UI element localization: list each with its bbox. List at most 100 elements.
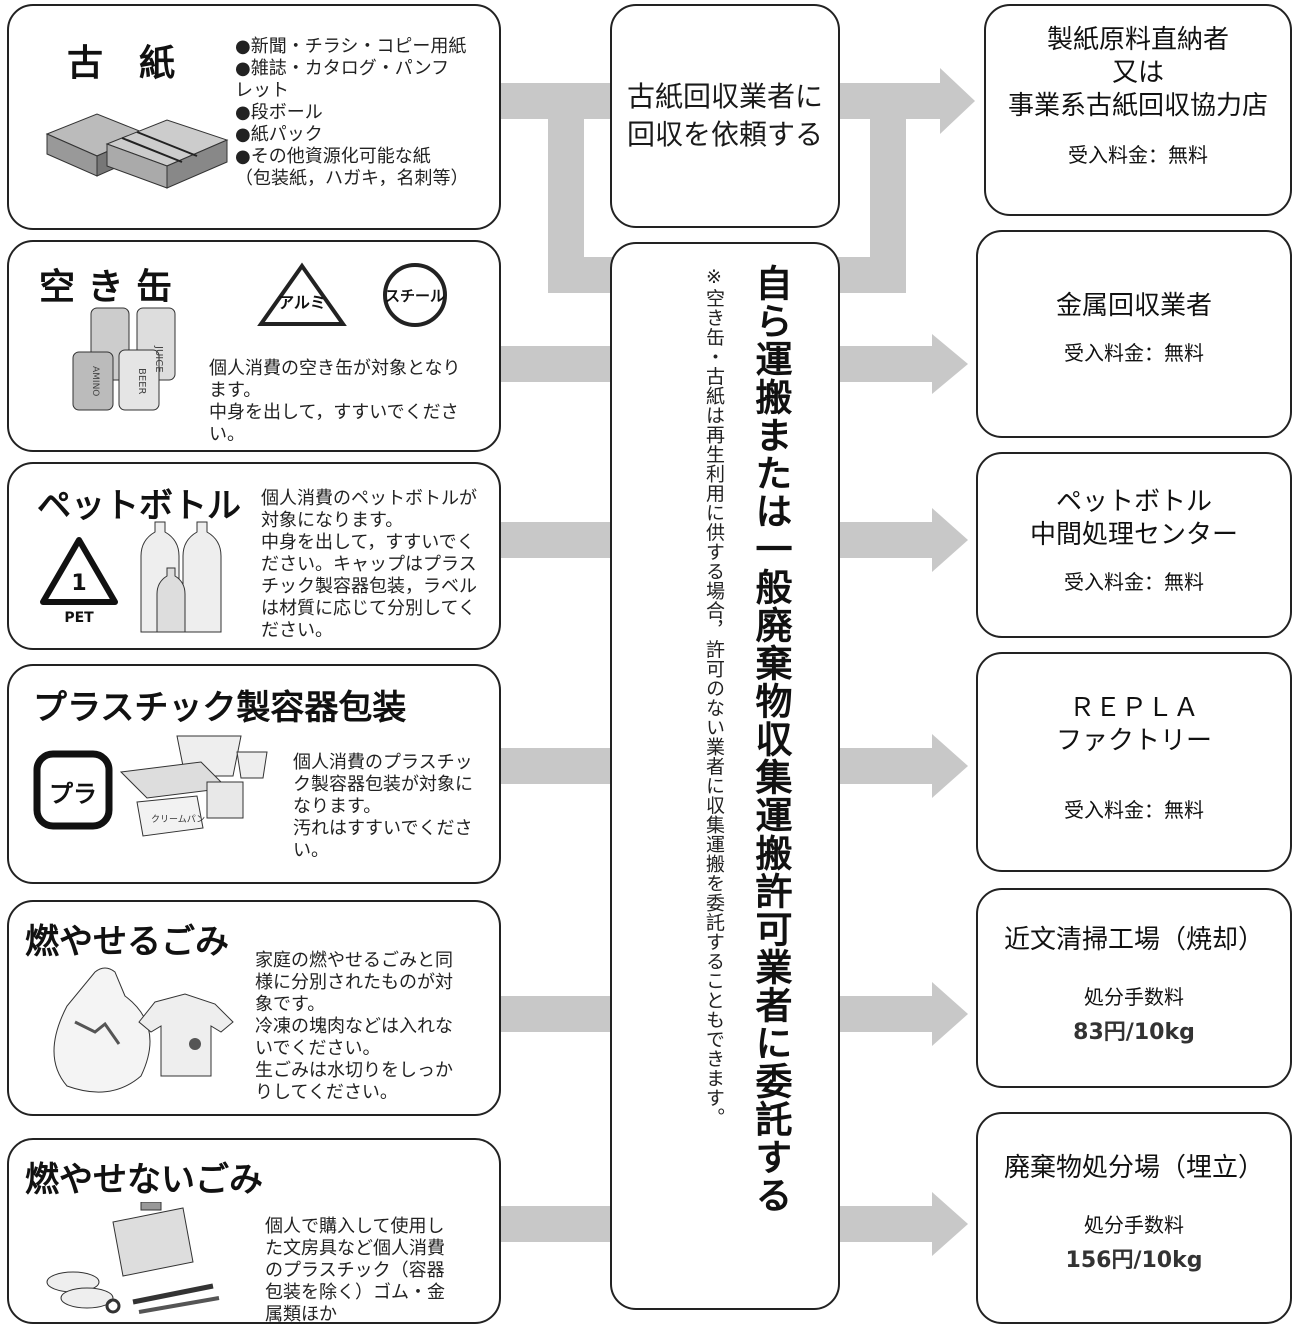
dest-name-line: 金属回収業者 (1055, 291, 1212, 321)
dest-name-line: ペットボトル (1055, 487, 1212, 517)
desc-line: ●その他資源化可能な紙 (235, 146, 431, 167)
arrow-nonburnable-out-shaft (838, 1206, 938, 1242)
dest-box-repla: ＲＥＰＬＡ ファクトリー 受入料金：無料 (976, 652, 1292, 872)
source-box-plastic: プラスチック製容器包装 プラ クリームパン 個人消費のプラスチッ ク製容器包装が… (7, 664, 501, 884)
steel-mark-label: スチール (385, 288, 445, 305)
source-desc-paper: ●新聞・チラシ・コピー用紙 ●雑誌・カタログ・パンフ レット ●段ボール ●紙パ… (235, 36, 497, 190)
source-box-cans: 空 き 缶 アルミ スチール JUICE BEER AMINO 個人消費の空き缶… (7, 240, 501, 452)
pet-mark-number: 1 (71, 571, 86, 596)
arrow-cans-out-shaft (838, 346, 938, 382)
desc-line: ます。 (209, 380, 262, 401)
dest-fee: 処分手数料 (1084, 1213, 1184, 1237)
plastic-mark-label: プラ (49, 780, 97, 808)
paper-bundle-icon (37, 94, 237, 198)
desc-line: 家庭の燃やせるごみと同 (255, 950, 453, 971)
arrow-nonburnable-in (500, 1206, 612, 1242)
source-box-burnable: 燃やせるごみ 家庭の燃やせるごみと同 様に分別されたものが対 象です。 冷凍の塊… (7, 900, 501, 1116)
can-label-beer: BEER (136, 368, 147, 394)
desc-line: ●新聞・チラシ・コピー用紙 (235, 36, 467, 57)
source-title-plastic: プラスチック製容器包装 (33, 688, 407, 728)
pet-bottle-icon (137, 518, 237, 642)
desc-line: い。 (209, 424, 245, 445)
pet-mark-label: PET (64, 610, 94, 626)
arrow-cans-in (500, 346, 612, 382)
arrow-pet-in (500, 522, 612, 558)
desc-line: 対象になります。 (261, 510, 404, 531)
plastic-recycle-mark-icon: プラ (33, 750, 113, 834)
source-title-paper: 古 紙 (67, 43, 176, 84)
arrow-request-to-dest-shaft (838, 83, 948, 119)
desc-line: いでください。 (255, 1038, 381, 1059)
desc-line: のプラスチック（容器 (265, 1260, 445, 1281)
pet-recycle-mark-icon: 1 PET (39, 536, 119, 630)
dest-name-line: 又は (1111, 58, 1164, 88)
source-desc-nonburnable: 個人で購入して使用し た文房具など個人消費 のプラスチック（容器 包装を除く）ゴ… (265, 1216, 495, 1326)
dest-name: ＲＥＰＬＡ ファクトリー (978, 692, 1290, 758)
trash-bag-icon (45, 962, 245, 1106)
bag-label: クリームパン (151, 814, 205, 825)
dest-name-line: 製紙原料直納者 (1046, 25, 1229, 55)
desc-line: ク製容器包装が対象に (293, 774, 473, 795)
source-desc-pet: 個人消費のペットボトルが 対象になります。 中身を出して，すすいでく ださい。キ… (261, 488, 501, 642)
arrow-cans-out-head (932, 334, 968, 394)
dest-name-line: ファクトリー (1055, 726, 1212, 756)
dest-box-incinerator: 近文清掃工場（焼却） 処分手数料 83円/10kg (976, 888, 1292, 1088)
dest-name-line: 中間処理センター (1029, 520, 1238, 550)
stationery-icon (43, 1201, 243, 1326)
desc-line: 様に分別されたものが対 (255, 972, 453, 993)
source-title-pet: ペットボトル (37, 486, 241, 526)
desc-line: チック製容器包装，ラベル (261, 576, 477, 597)
aluminum-mark-label: アルミ (278, 295, 326, 312)
arrow-plastic-in (500, 748, 612, 784)
aluminum-mark-icon: アルミ (257, 262, 347, 332)
dest-box-paper: 製紙原料直納者 又は 事業系古紙回収協力店 受入料金：無料 (984, 4, 1292, 216)
dest-box-metal: 金属回収業者 受入料金：無料 (976, 230, 1292, 438)
desc-line: 中身を出して，すすいでくださ (209, 402, 459, 423)
desc-line: 象です。 (255, 994, 326, 1015)
desc-line: た文房具など個人消費 (265, 1238, 445, 1259)
source-desc-plastic: 個人消費のプラスチッ ク製容器包装が対象に なります。 汚れはすすいでくださ い… (293, 752, 497, 862)
desc-line: 個人消費のペットボトルが (261, 488, 477, 509)
can-label-amino: AMINO (90, 366, 100, 396)
main-route-box: 自ら運搬または一般廃棄物収集運搬許可業者に委託する ※空き缶・古紙は再生利用に供… (610, 242, 840, 1310)
steel-mark-icon: スチール (373, 260, 457, 334)
desc-line: 属類ほか (265, 1304, 337, 1325)
dest-name-line: 事業系古紙回収協力店 (1007, 91, 1268, 121)
source-box-nonburnable: 燃やせないごみ 個人で購入して使用し た文房具など個人消費 のプラスチック（容器… (7, 1138, 501, 1326)
desc-line: なります。 (293, 796, 382, 817)
desc-line: ●段ボール (235, 102, 323, 123)
dest-amount: 83円/10kg (1073, 1020, 1195, 1045)
desc-line: 汚れはすすいでくださ (293, 818, 473, 839)
desc-line: 包装を除く）ゴム・金 (265, 1282, 445, 1303)
arrow-burnable-in (500, 996, 612, 1032)
desc-line: 中身を出して，すすいでく (261, 532, 475, 553)
cans-icon: JUICE BEER AMINO (69, 304, 189, 420)
desc-line: （包装紙，ハガキ，名刺等） (235, 168, 469, 189)
dest-fee: 受入料金：無料 (1064, 341, 1204, 365)
can-label-juice: JUICE (153, 345, 164, 373)
arrow-pet-out-shaft (838, 522, 938, 558)
dest-name-line: 近文清掃工場（焼却） (1003, 925, 1264, 955)
source-box-paper: 古 紙 ●新聞・チラシ・コピー用紙 ●雑誌・カタログ・パンフ レット ●段ボール… (7, 4, 501, 230)
arrow-burnable-out-shaft (838, 996, 938, 1032)
desc-line: ださい。 (261, 620, 333, 641)
source-title-nonburnable: 燃やせないごみ (25, 1160, 263, 1200)
dest-name: ペットボトル 中間処理センター (978, 486, 1290, 552)
arrow-pet-out-head (932, 508, 968, 572)
request-box: 古紙回収業者に 回収を依頼する (610, 4, 840, 228)
desc-line: 個人消費のプラスチッ (293, 752, 473, 773)
dest-amount: 156円/10kg (1065, 1248, 1203, 1273)
arrow-request-to-dest-head (940, 68, 975, 134)
request-line-1: 古紙回収業者に (626, 80, 823, 113)
dest-name-line: ＲＥＰＬＡ (1068, 693, 1199, 723)
source-title-cans: 空 き 缶 (39, 267, 173, 308)
desc-line: りしてください。 (255, 1082, 398, 1103)
bracket-left-bottom (548, 257, 614, 293)
dest-fee: 受入料金：無料 (1068, 143, 1208, 167)
desc-line: 冷凍の塊肉などは入れな (255, 1016, 453, 1037)
source-title-burnable: 燃やせるごみ (25, 922, 229, 962)
dest-box-landfill: 廃棄物処分場（埋立） 処分手数料 156円/10kg (976, 1112, 1292, 1324)
request-line-2: 回収を依頼する (626, 118, 823, 151)
main-route-text: 自ら運搬または一般廃棄物収集運搬許可業者に委託する (749, 264, 792, 1214)
source-box-pet: ペットボトル 1 PET 個人消費のペットボトルが 対象になります。 中身を出し… (7, 462, 501, 650)
